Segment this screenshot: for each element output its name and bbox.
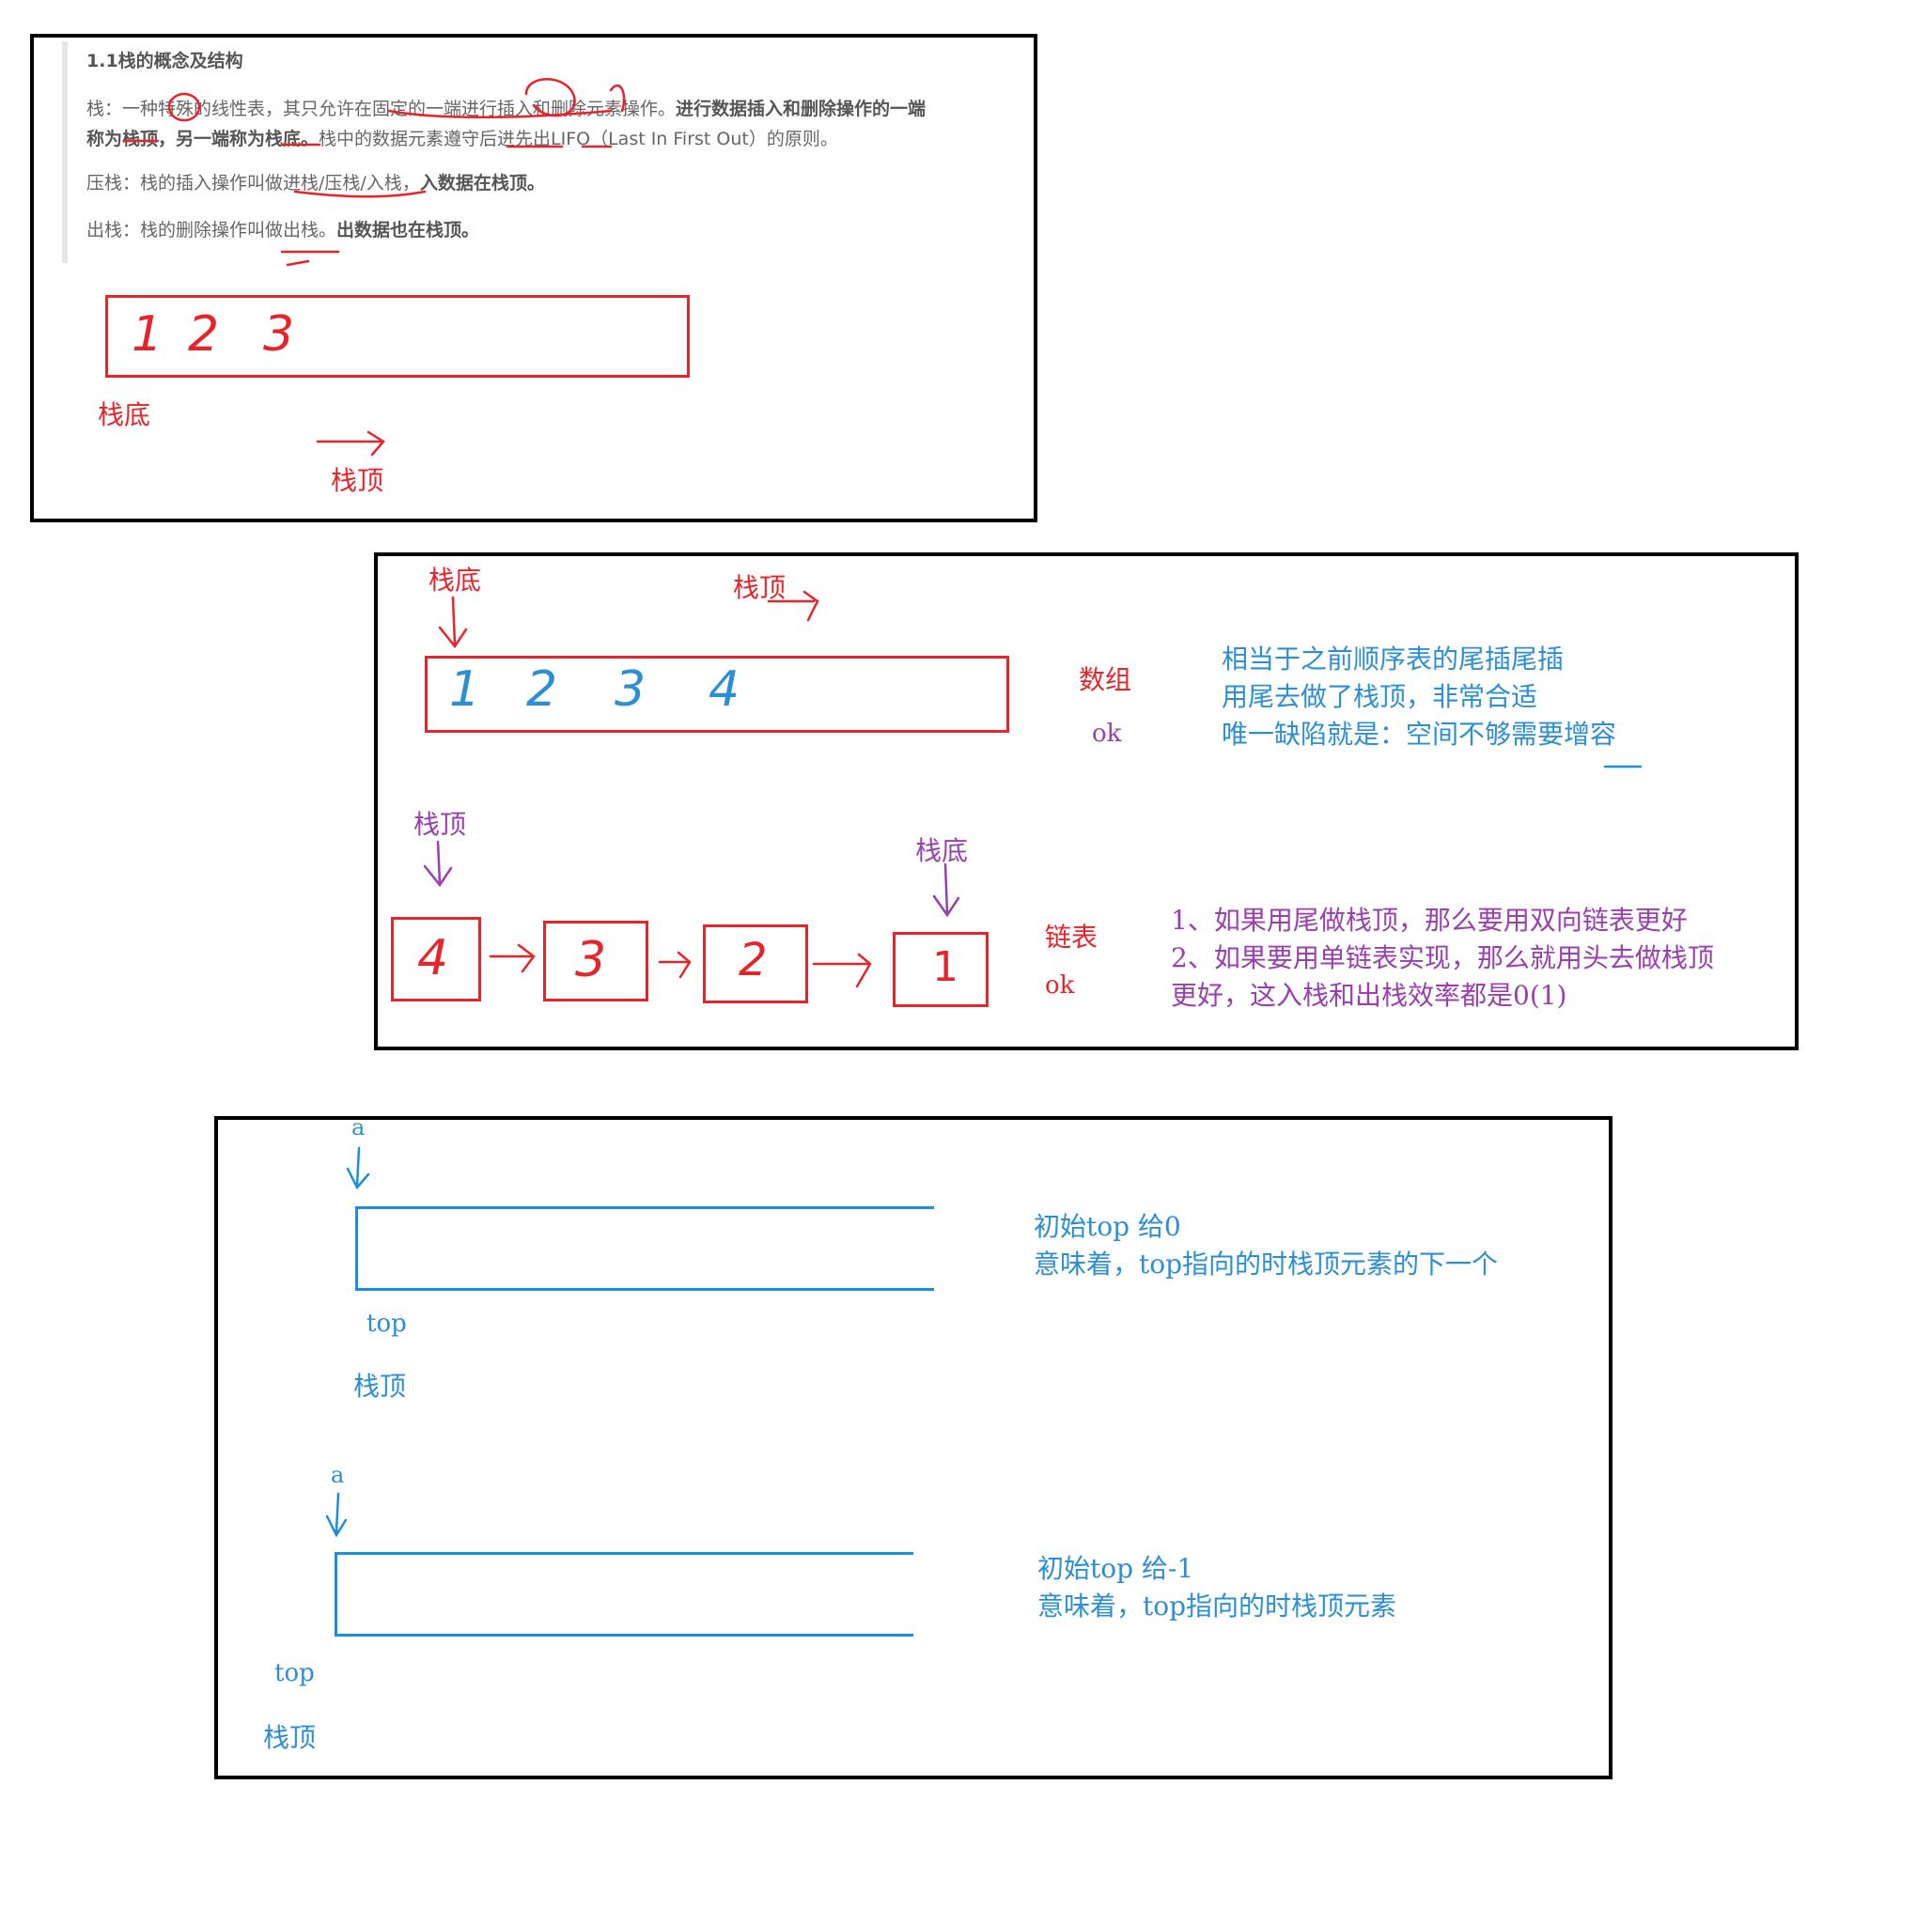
array-cell-4: 4 [709,661,740,718]
array-bottom-label: 栈底 [428,565,482,596]
list-node-1-value: 4 [417,930,449,986]
list-ok-label: ok [1045,971,1075,1000]
pop-paragraph: 出栈：栈的删除操作叫做出栈。出数据也在栈顶。 [86,216,479,241]
pop-text: 出栈：栈的删除操作叫做出栈。 [86,220,337,241]
list-top-label: 栈顶 [413,809,467,840]
case2-note-1: 初始top 给-1 [1037,1553,1194,1584]
stack-bottom-label: 栈底 [98,399,151,430]
stack-top-label: 栈顶 [331,465,384,496]
list-label: 链表 [1045,922,1098,953]
list-node-2-value: 3 [575,932,607,988]
definition-paragraph: 栈：一种特殊的线性表，其只允许在固定的一端进行插入和删除元素操作。进行数据插入和… [86,94,1007,154]
array-note-1: 相当于之前顺序表的尾插尾插 [1222,644,1565,675]
case2-top-label: top [274,1659,315,1687]
case1-stack-box [355,1206,934,1291]
case2-a-label: a [331,1462,345,1488]
pop-bold: 出数据也在栈顶。 [336,220,480,241]
array-top-label: 栈顶 [733,572,787,603]
list-node-3 [703,924,808,1003]
list-note-3: 更好，这入栈和出栈效率都是0(1) [1171,980,1567,1011]
array-cell-2: 2 [526,661,558,718]
case1-stack-top-label: 栈顶 [353,1371,407,1402]
list-node-1 [391,917,481,1001]
array-ok-label: ok [1092,720,1122,748]
panel-array-vs-list [374,552,1799,1050]
stack-cell-1: 1 [132,306,164,363]
list-note-1: 1、如果用尾做栈顶，那么要用双向链表更好 [1171,905,1688,936]
section-heading: 1.1栈的概念及结构 [86,51,243,71]
definition-text-1: 栈：一种特殊的线性表，其只允许在固定的一端进行插入和删除元素操作。 [86,99,677,119]
list-bottom-label: 栈底 [915,835,969,866]
case1-a-label: a [351,1114,366,1141]
push-bold: 入数据在栈顶。 [419,173,545,194]
push-paragraph: 压栈：栈的插入操作叫做进栈/压栈/入栈，入数据在栈顶。 [86,169,545,194]
case1-top-label: top [366,1310,407,1338]
push-text: 压栈：栈的插入操作叫做进栈/压栈/入栈， [86,173,420,194]
definition-bold-1: 进行数据插入和删除操作的一端 [676,99,927,119]
array-box [425,656,1009,733]
array-cell-1: 1 [449,661,481,718]
array-note-2: 用尾去做了栈顶，非常合适 [1222,681,1538,712]
panel-top-initialization [214,1116,1613,1779]
case2-note-2: 意味着，top指向的时栈顶元素 [1037,1591,1397,1622]
list-node-4 [893,932,989,1007]
stack-cell-2: 2 [188,306,220,363]
case1-note-2: 意味着，top指向的时栈顶元素的下一个 [1034,1249,1499,1280]
list-node-4-value: 1 [932,943,958,991]
stack-cell-3: 3 [263,306,295,363]
stack-array-box [105,295,690,378]
definition-bold-2: 称为栈顶，另一端称为栈底。 [86,129,319,149]
case2-stack-box [335,1552,913,1637]
list-note-2: 2、如果要用单链表实现，那么就用头去做栈顶 [1171,942,1714,973]
array-note-3: 唯一缺陷就是：空间不够需要增容 [1222,719,1617,750]
array-label: 数组 [1079,664,1132,695]
list-node-2 [543,921,648,1001]
case2-stack-top-label: 栈顶 [263,1722,317,1753]
array-cell-3: 3 [615,661,647,718]
list-node-3-value: 2 [739,934,768,986]
doc-quote-bar [62,41,68,263]
definition-text-2: 栈中的数据元素遵守后进先出LIFO（Last In First Out）的原则。 [319,129,838,149]
case1-note-1: 初始top 给0 [1034,1211,1181,1242]
